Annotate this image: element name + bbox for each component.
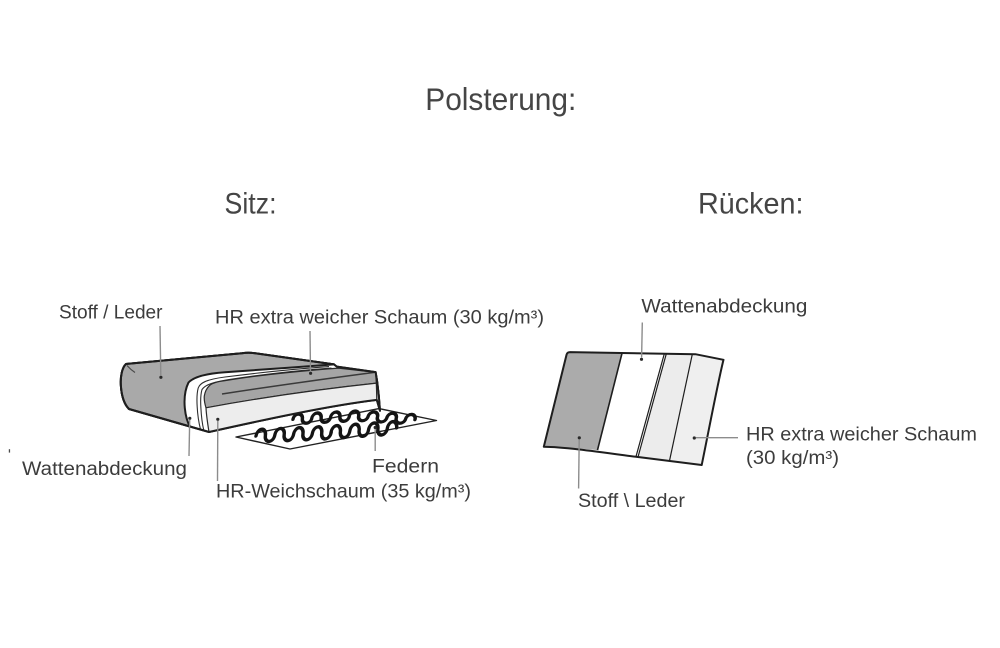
svg-text:Wattenabdeckung: Wattenabdeckung [22,459,187,480]
svg-text:HR extra weicher Schaum (30 kg: HR extra weicher Schaum (30 kg/m³) [215,308,544,329]
svg-text:HR extra weicher Schaum: HR extra weicher Schaum [746,424,977,445]
svg-text:Stoff \ Leder: Stoff \ Leder [578,491,686,512]
svg-text:Rücken:: Rücken: [698,188,804,221]
svg-text:Stoff / Leder: Stoff / Leder [59,302,163,323]
svg-text:Federn: Federn [372,457,439,478]
svg-text:Polsterung:: Polsterung: [425,81,576,117]
svg-text:(30 kg/m³): (30 kg/m³) [746,448,839,469]
svg-text:Wattenabdeckung: Wattenabdeckung [641,297,807,318]
svg-text:Sitz:: Sitz: [225,188,277,221]
svg-text:HR-Weichschaum (35 kg/m³): HR-Weichschaum (35 kg/m³) [216,481,471,502]
